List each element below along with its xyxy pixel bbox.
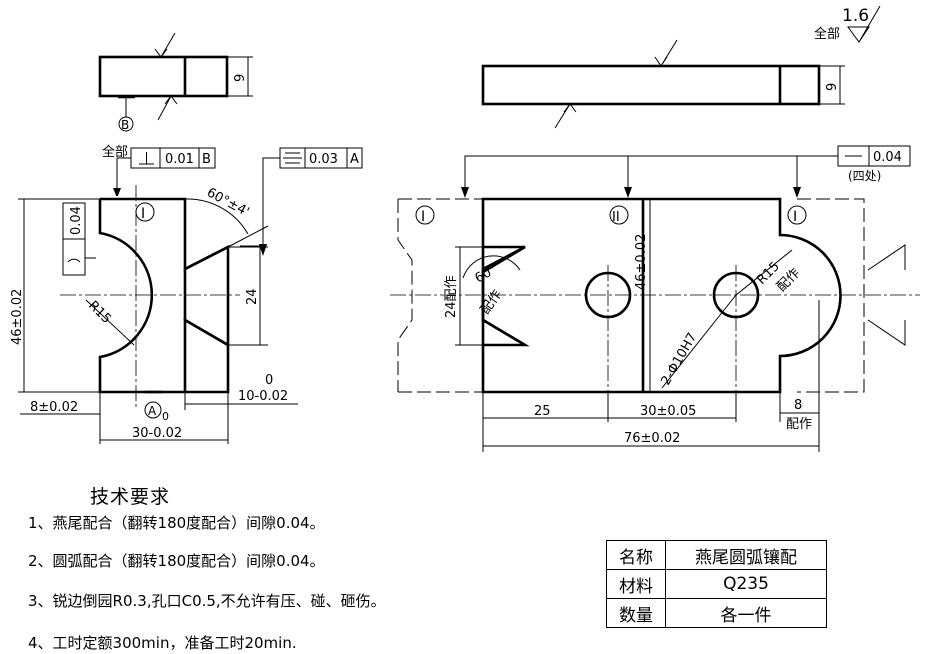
left-width-dim: 10-0.02 xyxy=(238,389,288,404)
right-front-view: 0.04 (四处) I II I 24配作 60 xyxy=(390,145,920,452)
datum-a-label: A xyxy=(148,404,157,418)
dim-30: 30±0.05 xyxy=(640,404,696,419)
holes-callout: 2-Φ10H7 xyxy=(658,330,700,388)
region-mark-2: II xyxy=(612,210,620,225)
left-front-view: 全部 0.01 B 0.03 A 0.04 I xyxy=(10,144,363,444)
title-value: Q235 xyxy=(665,569,827,599)
note-item: 4、工时定额300min，准备工时20min. xyxy=(28,634,297,652)
right-thickness-dim: 9 xyxy=(825,83,840,91)
roughness-label: 全部 xyxy=(814,26,840,42)
datum-a-sub: 0 xyxy=(162,410,169,423)
left-top-view: 9 B xyxy=(98,32,253,132)
perp-prefix: 全部 xyxy=(102,144,128,160)
profile-tolerance: 0.04 xyxy=(69,206,84,235)
title-value: 各一件 xyxy=(665,598,827,628)
left-offset-dim: 8±0.02 xyxy=(30,400,78,415)
title-row: 名称 燕尾圆弧镶配 xyxy=(606,540,827,570)
left-slot-dim: 24 xyxy=(245,288,260,305)
flatness-tolerance: 0.04 xyxy=(873,150,902,165)
title-block: 名称 燕尾圆弧镶配 材料 Q235 数量 各一件 xyxy=(606,540,827,628)
roughness-symbol: 全部 1.6 xyxy=(814,5,881,43)
right-slot-dim: 24配作 xyxy=(444,275,459,318)
title-key: 名称 xyxy=(606,540,666,570)
title-row: 数量 各一件 xyxy=(606,598,827,628)
region-mark-left: I xyxy=(141,206,145,222)
sym-datum: A xyxy=(350,152,359,167)
datum-b-label: B xyxy=(121,118,129,132)
title-row: 材料 Q235 xyxy=(606,569,827,599)
perp-datum: B xyxy=(202,152,211,167)
flatness-note: (四处) xyxy=(848,169,881,183)
perp-tolerance: 0.01 xyxy=(165,152,194,167)
right-height-dim: 46±0.02 xyxy=(634,234,649,290)
left-overall-width: 30-0.02 xyxy=(132,426,182,441)
dim-8: 8 xyxy=(794,398,802,413)
note-item: 2、圆弧配合（翻转180度配合）间隙0.04。 xyxy=(28,552,325,570)
title-key: 数量 xyxy=(606,598,666,628)
note-item: 3、锐边倒园R0.3,孔口C0.5,不允许有压、碰、砸伤。 xyxy=(28,592,386,610)
dim-8-note: 配作 xyxy=(786,417,812,432)
dim-25: 25 xyxy=(534,404,551,419)
sym-tolerance: 0.03 xyxy=(309,152,338,167)
roughness-value: 1.6 xyxy=(842,6,869,26)
region-mark-3: I xyxy=(793,209,797,225)
left-width-tol: 0 xyxy=(265,373,273,388)
title-value: 燕尾圆弧镶配 xyxy=(665,540,827,570)
title-key: 材料 xyxy=(606,569,666,599)
right-top-view: 9 xyxy=(481,39,845,129)
note-item: 1、燕尾配合（翻转180度配合）间隙0.04。 xyxy=(28,514,325,532)
left-height-dim: 46±0.02 xyxy=(10,289,25,345)
left-thickness-dim: 9 xyxy=(233,74,248,82)
region-mark-1: I xyxy=(421,209,425,225)
notes-title: 技术要求 xyxy=(90,486,171,508)
overall-width-76: 76±0.02 xyxy=(624,431,680,446)
